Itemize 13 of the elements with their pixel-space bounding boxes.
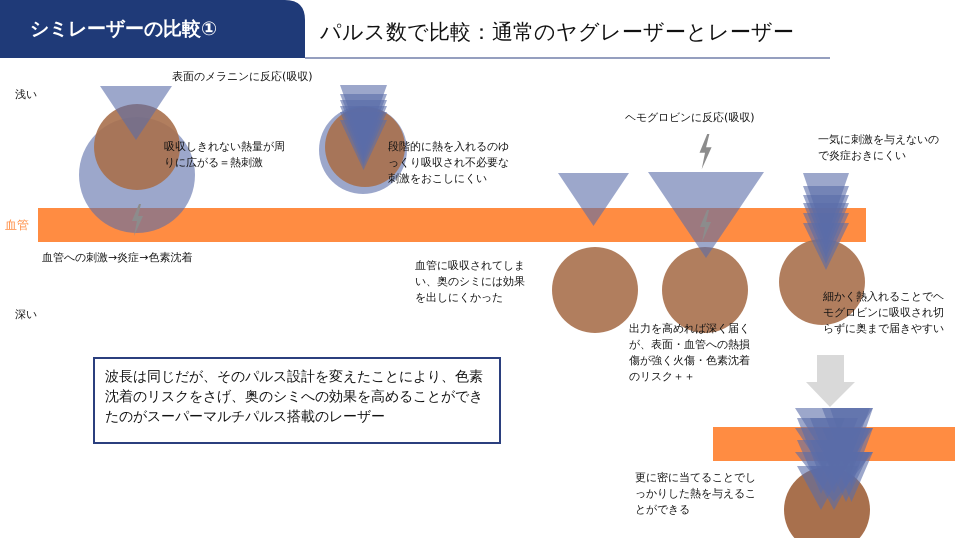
annotation-text: 血管への刺激→炎症→色素沈着 <box>42 250 194 266</box>
annotation-text: ヘモグロビンに反応(吸収) <box>625 110 756 126</box>
annotation-text: 血管に吸収されてしまい、奥のシミには効果を出しにくかった <box>415 258 526 306</box>
header-title: シミレーザーの比較① <box>30 17 218 42</box>
annotation-text: 更に密に当てることでしっかりした熱を与えることができる <box>635 470 757 518</box>
annotation-text: 表面のメラニンに反応(吸収) <box>172 69 314 85</box>
depth-label: 浅い <box>15 87 38 103</box>
depth-label: 深い <box>15 307 38 323</box>
layer-label: 血管 <box>5 217 30 234</box>
box-text: 波長は同じだが、そのパルス設計を変えたことにより、色素沈着のリスクをさげ、奥のシミへの効果を高めることができたのがスーパーマルチパルス搭載のレーザー <box>105 368 484 427</box>
annotation-text: 一気に刺激を与えないので炎症おきにくい <box>818 132 940 164</box>
text-box <box>93 357 501 444</box>
title: パルス数で比較：通常のヤグレーザーとレーザー <box>320 19 794 46</box>
